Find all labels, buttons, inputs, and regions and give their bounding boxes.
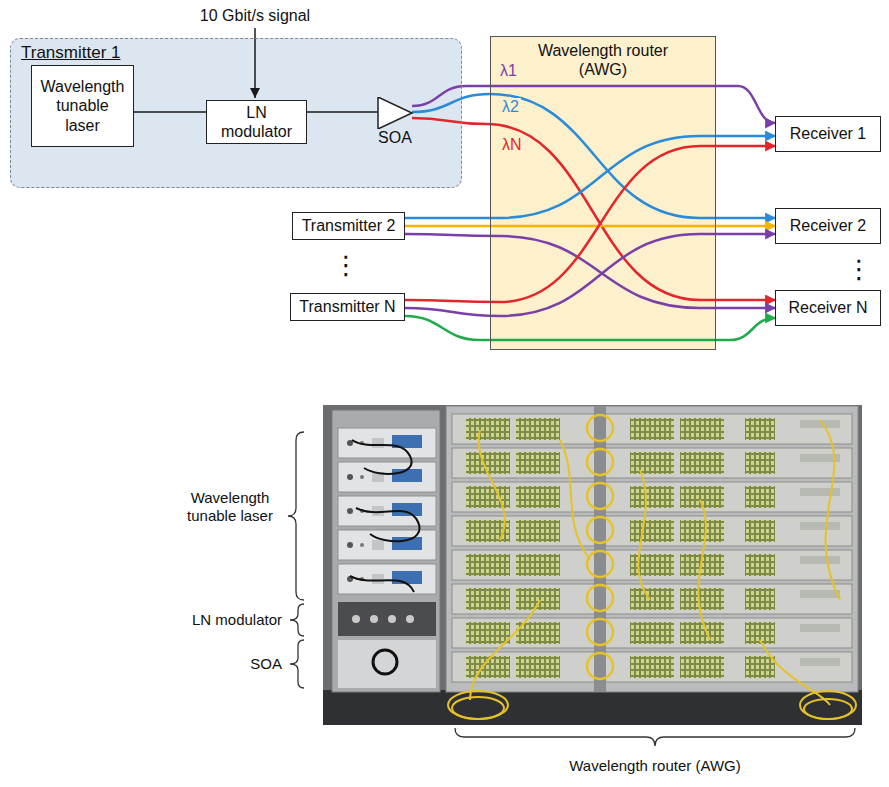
router-chassis <box>452 550 852 580</box>
photo-label: SOA <box>178 655 282 673</box>
router-title: Wavelength router (AWG) <box>523 41 683 79</box>
connector <box>307 111 378 113</box>
yellow-fibers <box>448 420 856 719</box>
signal-label: 10 Gbit/s signal <box>180 6 330 25</box>
wavelength-path <box>405 136 775 218</box>
transmitter-group: Transmitter 1 Wavelength tunable laser LN … <box>10 38 462 188</box>
connector <box>352 615 360 623</box>
laser-unit <box>338 462 436 492</box>
right-rack <box>446 406 858 692</box>
wavelength-label: λN <box>500 136 524 154</box>
group-heading: Transmitter 1 <box>21 43 121 63</box>
wavelength-path <box>412 94 775 218</box>
wavelength-label-holder: λ1 <box>498 62 519 80</box>
process-box: Transmitter N <box>290 293 405 321</box>
bracket <box>290 640 304 688</box>
connector <box>406 615 414 623</box>
node-text: Wavelength tunable laser <box>38 77 127 135</box>
wavelength-path <box>405 234 775 316</box>
bracket <box>455 728 855 746</box>
connector <box>370 615 378 623</box>
fiber-coil <box>373 650 397 674</box>
node-text: Transmitter N <box>299 297 395 316</box>
amplifier-triangle <box>375 97 415 129</box>
wavelength-label: λ2 <box>500 98 521 116</box>
laser-unit <box>338 530 436 560</box>
ellipsis: ⋮ <box>846 254 870 285</box>
process-box: Wavelength tunable laser <box>31 65 134 147</box>
process-box: Receiver N <box>775 290 881 326</box>
ellipsis-holder: ⋮ <box>846 254 870 285</box>
photo-label-holder: LN modulator <box>178 611 282 629</box>
photo-label: Wavelength router (AWG) <box>535 757 775 775</box>
photo-label-holder: SOA <box>178 655 282 673</box>
node-fill <box>490 36 716 350</box>
wavelength-path <box>405 316 775 340</box>
bracket <box>290 604 304 636</box>
wavelength-label-holder: λN <box>500 136 524 154</box>
laser-unit <box>338 564 436 594</box>
fiber-loop <box>352 440 412 474</box>
process-box: LN modulator <box>206 100 307 144</box>
router-chassis <box>452 482 852 512</box>
process-box: Receiver 2 <box>775 208 881 244</box>
node-text: LN modulator <box>213 103 300 141</box>
brackets <box>288 432 855 746</box>
modulator-unit <box>338 602 436 636</box>
wavelength-path <box>405 225 775 228</box>
wavelength-label: λ1 <box>498 62 519 80</box>
photo-background <box>323 405 862 725</box>
router-chassis <box>452 516 852 546</box>
node-text: Receiver 1 <box>790 124 866 143</box>
lab-photo <box>323 405 862 725</box>
router-box: Wavelength router (AWG) <box>490 36 716 350</box>
router-chassis <box>452 448 852 478</box>
fiber-loops <box>587 415 613 679</box>
photo-label-holder: Wavelength router (AWG) <box>535 757 775 775</box>
amplifier-unit <box>338 640 436 688</box>
wavelength-path <box>405 234 775 308</box>
router-chassis <box>452 414 852 444</box>
amplifier-node: SOA <box>375 97 415 147</box>
ellipsis-holder: ⋮ <box>333 250 357 281</box>
photo-label: Wavelength tunable laser <box>178 489 282 525</box>
wavelength-path <box>405 146 775 302</box>
process-box: Receiver 1 <box>775 116 881 152</box>
wavelength-path <box>412 86 775 123</box>
node-text: Receiver N <box>788 298 867 317</box>
process-box: Transmitter 2 <box>292 212 405 240</box>
photo-label-holder: Wavelength tunable laser <box>178 489 282 525</box>
amplifier-triangle <box>378 97 412 129</box>
wavelength-label-holder: λ2 <box>500 98 521 116</box>
fiber-loop <box>356 508 420 541</box>
connector <box>134 111 206 113</box>
left-rack <box>332 410 440 692</box>
node-fill <box>10 38 462 188</box>
node-text: Transmitter 2 <box>302 216 396 235</box>
photo-label: LN modulator <box>178 611 282 629</box>
signal-label-holder: 10 Gbit/s signal <box>180 6 330 25</box>
node-text: Receiver 2 <box>790 216 866 235</box>
laser-unit <box>338 428 436 458</box>
ellipsis: ⋮ <box>333 250 357 281</box>
node-fills <box>10 36 716 350</box>
fiber-loop <box>350 576 414 592</box>
router-chassis <box>452 584 852 614</box>
connector <box>388 615 396 623</box>
node-text: SOA <box>378 129 412 147</box>
router-chassis <box>452 618 852 648</box>
photo-floor <box>323 690 862 725</box>
bracket <box>288 432 304 600</box>
